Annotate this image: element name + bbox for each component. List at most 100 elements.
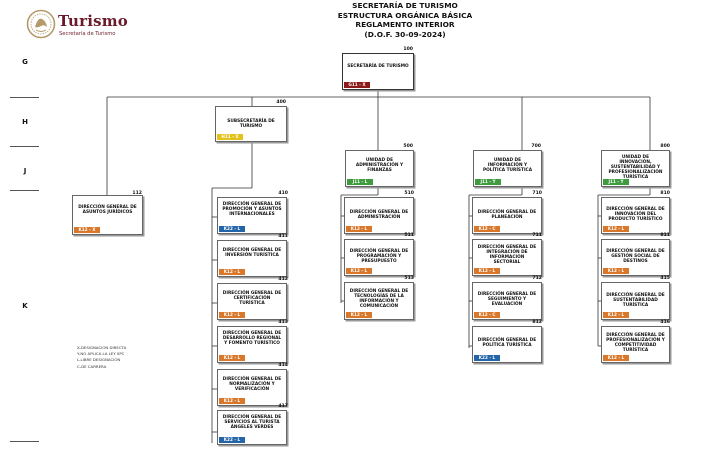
- org-box-direccion: DIRECCIÓN GENERAL DE NORMALIZACIÓN Y VER…: [217, 369, 287, 406]
- org-box-direccion: DIRECCIÓN GENERAL DE CERTIFICACIÓN TURÍS…: [217, 283, 287, 320]
- title-line: ESTRUCTURA ORGÁNICA BÁSICA: [337, 10, 473, 20]
- org-box-direccion: DIRECCIÓN GENERAL DE INNOVACIÓN DEL PROD…: [601, 197, 670, 234]
- level-separator: [10, 97, 39, 98]
- unit-number: 711: [532, 233, 542, 238]
- level-label-j: J: [23, 167, 27, 175]
- unit-number: 413: [278, 320, 288, 325]
- unit-number: 500: [403, 144, 413, 149]
- org-box-direccion: DIRECCIÓN GENERAL DE PROFESIONALIZACIÓN …: [601, 326, 670, 363]
- unit-number: 416: [660, 320, 670, 325]
- org-box-direccion: DIRECCIÓN GENERAL DE GESTIÓN SOCIAL DE D…: [601, 239, 670, 276]
- logo-subtitle: Secretaría de Turismo: [59, 31, 116, 37]
- org-box-unit: UNIDAD DE INFORMACIÓN Y POLÍTICA TURÍSTI…: [473, 150, 542, 187]
- unit-number: 412: [278, 277, 288, 282]
- level-label-k: K: [22, 302, 28, 310]
- unit-name: DIRECCIÓN GENERAL DE ASUNTOS JURÍDICOS: [78, 205, 137, 216]
- unit-number: 712: [532, 276, 542, 281]
- unit-number: 513: [404, 276, 414, 281]
- position-code-badge: H11 - X: [217, 134, 243, 140]
- position-code-badge: J11 - L: [347, 179, 373, 185]
- legend-item: Y-NO APLICA LA LEY SPC: [77, 351, 125, 357]
- position-code-badge: K12 - L: [219, 398, 245, 404]
- unit-number: 800: [660, 144, 670, 149]
- org-box-direccion: DIRECCIÓN GENERAL DE DESARROLLO REGIONAL…: [217, 326, 287, 363]
- title-line: (D.O.F. 30-09-2024): [364, 29, 446, 39]
- org-box-direccion: DIRECCIÓN GENERAL DE SUSTENTABILIDAD TUR…: [601, 282, 670, 320]
- org-box-direccion: DIRECCIÓN GENERAL DE PROGRAMACIÓN Y PRES…: [344, 239, 414, 276]
- org-box-direccion: DIRECCIÓN GENERAL DE INVERSIÓN TURÍSTICA…: [217, 240, 287, 277]
- level-separator: [10, 441, 39, 442]
- title-line: SECRETARÍA DE TURISMO: [352, 1, 458, 10]
- unit-number: 811: [660, 233, 670, 238]
- org-box-direccion: DIRECCIÓN GENERAL DE PROMOCIÓN Y ASUNTOS…: [217, 197, 287, 234]
- position-code-badge: K12 - L: [346, 312, 372, 318]
- unit-name: SECRETARÍA DE TURISMO: [347, 64, 409, 69]
- org-box-subsecretaria: SUBSECRETARÍA DE TURISMO H11 - X: [215, 106, 287, 142]
- unit-name: DIRECCIÓN GENERAL DE SERVICIOS AL TURIST…: [222, 415, 282, 431]
- position-code-badge: K22 - L: [219, 437, 245, 443]
- unit-number: 100: [403, 47, 413, 52]
- unit-number: 810: [660, 191, 670, 196]
- unit-number: 511: [404, 233, 414, 238]
- unit-name: SUBSECRETARÍA DE TURISMO: [227, 119, 275, 130]
- org-box-direccion: DIRECCIÓN GENERAL DE INTEGRACIÓN DE INFO…: [472, 239, 542, 276]
- level-separator: [10, 190, 39, 191]
- level-label-h: H: [22, 118, 28, 126]
- logo-title: Turismo: [58, 12, 129, 30]
- unit-number: 415: [660, 276, 670, 281]
- mexico-emblem-icon: [26, 9, 56, 39]
- turismo-logo: Turismo Secretaría de Turismo: [26, 9, 128, 43]
- org-box-secretaria: SECRETARÍA DE TURISMO G11 - X: [342, 53, 414, 90]
- unit-number: 410: [278, 191, 288, 196]
- position-code-badge: K12 - L: [603, 268, 629, 274]
- unit-name: DIRECCIÓN GENERAL DE PROGRAMACIÓN Y PRES…: [349, 249, 409, 265]
- unit-name: DIRECCIÓN GENERAL DE DESARROLLO REGIONAL…: [222, 331, 282, 347]
- unit-number: 417: [278, 404, 288, 409]
- unit-number: 411: [278, 234, 288, 239]
- unit-name: UNIDAD DE ADMINISTRACIÓN Y FINANZAS: [355, 158, 404, 174]
- position-code-badge: J11 - Y: [603, 179, 629, 185]
- unit-number: 414: [278, 363, 288, 368]
- org-box-unit: UNIDAD DE ADMINISTRACIÓN Y FINANZAS J11 …: [345, 150, 414, 187]
- unit-number: 400: [276, 100, 286, 105]
- unit-name: DIRECCIÓN GENERAL DE INTEGRACIÓN DE INFO…: [477, 245, 537, 266]
- legend-item: X-DESIGNACIÓN DIRECTA: [77, 345, 127, 350]
- chart-title: SECRETARÍA DE TURISMO ESTRUCTURA ORGÁNIC…: [325, 1, 485, 39]
- org-box-direccion: DIRECCIÓN GENERAL DE TECNOLOGÍAS DE LA I…: [344, 282, 414, 320]
- position-code-badge: K12 - C: [474, 226, 500, 232]
- unit-name: DIRECCIÓN GENERAL DE NORMALIZACIÓN Y VER…: [222, 377, 282, 393]
- unit-name: DIRECCIÓN GENERAL DE PLANEACIÓN: [477, 210, 537, 221]
- unit-number: 812: [532, 320, 542, 325]
- org-box-direccion: DIRECCIÓN GENERAL DE ADMINISTRACIÓN K12 …: [344, 197, 414, 234]
- org-box-direccion: DIRECCIÓN GENERAL DE SERVICIOS AL TURIST…: [217, 410, 287, 445]
- unit-name: UNIDAD DE INFORMACIÓN Y POLÍTICA TURÍSTI…: [482, 158, 533, 174]
- level-label-g: G: [22, 58, 28, 66]
- unit-name: UNIDAD DE INNOVACIÓN, SUSTENTABILIDAD Y …: [608, 155, 663, 181]
- unit-number: 710: [532, 191, 542, 196]
- position-code-badge: K12 - L: [219, 312, 245, 318]
- position-code-badge: J11 - Y: [475, 179, 501, 185]
- unit-name: DIRECCIÓN GENERAL DE SUSTENTABILIDAD TUR…: [606, 293, 665, 309]
- unit-name: DIRECCIÓN GENERAL DE PROFESIONALIZACIÓN …: [606, 333, 665, 354]
- unit-number: 112: [132, 191, 142, 196]
- unit-name: DIRECCIÓN GENERAL DE SEGUIMIENTO Y EVALU…: [477, 292, 537, 308]
- position-code-badge: K12 - L: [346, 226, 372, 232]
- org-box-unit: UNIDAD DE INNOVACIÓN, SUSTENTABILIDAD Y …: [601, 150, 670, 187]
- position-code-badge: K12 - C: [474, 312, 500, 318]
- unit-name: DIRECCIÓN GENERAL DE GESTIÓN SOCIAL DE D…: [606, 249, 665, 265]
- position-code-badge: K12 - L: [603, 355, 629, 361]
- unit-number: 510: [404, 191, 414, 196]
- legend-item: L-LIBRE DESIGNACIÓN: [77, 357, 121, 363]
- unit-name: DIRECCIÓN GENERAL DE CERTIFICACIÓN TURÍS…: [222, 291, 282, 307]
- unit-name: DIRECCIÓN GENERAL DE INNOVACIÓN DEL PROD…: [606, 207, 665, 223]
- unit-name: DIRECCIÓN GENERAL DE TECNOLOGÍAS DE LA I…: [349, 289, 409, 310]
- code-legend: X-DESIGNACIÓN DIRECTA Y-NO APLICA LA LEY…: [77, 345, 126, 370]
- unit-name: DIRECCIÓN GENERAL DE PROMOCIÓN Y ASUNTOS…: [222, 202, 282, 218]
- level-separator: [10, 146, 39, 147]
- org-box-direccion: DIRECCIÓN GENERAL DE SEGUIMIENTO Y EVALU…: [472, 282, 542, 320]
- position-code-badge: K12 - L: [603, 226, 629, 232]
- title-line: REGLAMENTO INTERIOR: [355, 20, 455, 30]
- unit-name: DIRECCIÓN GENERAL DE INVERSIÓN TURÍSTICA: [222, 248, 282, 259]
- position-code-badge: K12 - L: [474, 268, 500, 274]
